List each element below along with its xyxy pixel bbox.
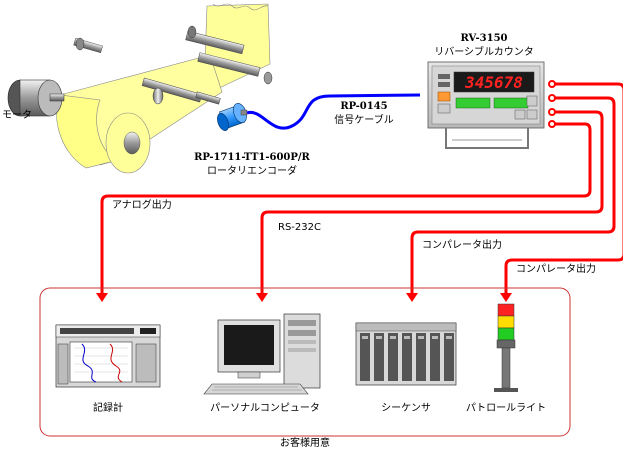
rs232c-label: RS-232C <box>278 222 321 233</box>
comparator-output-label-2: コンパレータ出力 <box>516 264 596 275</box>
web-roller-machine <box>7 3 273 174</box>
signal-cable <box>246 93 421 130</box>
patrol-light-label: パトロールライト <box>465 403 547 414</box>
rotary-encoder-icon <box>217 103 248 131</box>
rs232c-line <box>260 110 604 296</box>
sequencer-icon <box>355 322 457 386</box>
encoder-model-label: RP-1711-TT1-600P/R <box>194 152 310 163</box>
cable-model-label: RP-0145 <box>340 101 388 112</box>
comparator-output-label-1: コンパレータ出力 <box>422 240 502 251</box>
customer-equipment-frame <box>39 287 571 437</box>
counter-model-label: RV-3150 <box>460 33 508 44</box>
recorder-icon <box>55 324 161 388</box>
arrowheads <box>96 293 512 302</box>
comparator-line-1 <box>410 96 616 296</box>
personal-computer-icon <box>203 313 321 395</box>
counter-connectors <box>548 80 556 128</box>
patrol-light-icon <box>494 303 518 392</box>
analog-output-label: アナログ出力 <box>112 200 172 211</box>
analog-output-line <box>100 122 592 296</box>
pc-label: パーソナルコンピュータ <box>210 403 320 414</box>
counter-name-label: リバーシブルカウンタ <box>434 47 534 58</box>
reversible-counter-device: 345678 <box>427 61 545 149</box>
cable-name-label: 信号ケーブル <box>334 115 394 126</box>
output-lines <box>100 82 623 296</box>
customer-supplied-label: お客様用意 <box>280 438 330 449</box>
encoder-name-label: ロータリエンコーダ <box>207 166 297 177</box>
counter-display: 345678 <box>464 73 523 92</box>
motor-label: モータ <box>2 110 32 121</box>
recorder-label: 記録計 <box>93 403 123 414</box>
sequencer-label: シーケンサ <box>381 403 431 414</box>
